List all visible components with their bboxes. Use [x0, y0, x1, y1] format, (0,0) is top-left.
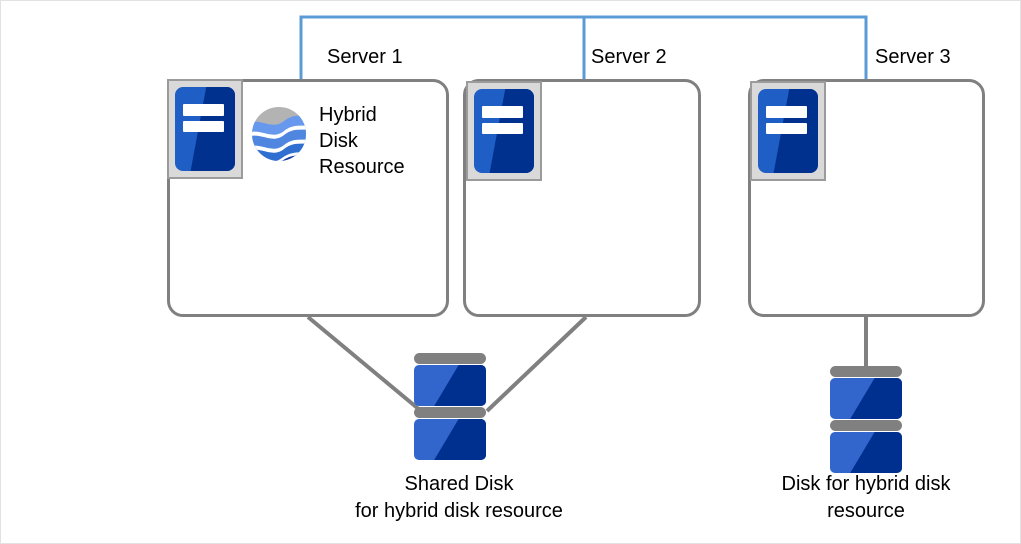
- server-icon-bar-top: [182, 103, 224, 116]
- connector-server2-shared-disk: [485, 315, 588, 413]
- disk-bar-middle: [414, 407, 486, 418]
- hybrid-disk-resource-label: Hybrid Disk Resource: [319, 104, 405, 178]
- disk-body-upper: [414, 365, 486, 406]
- disk-body-upper: [830, 378, 902, 419]
- disk-stack-icon-local: [830, 366, 902, 474]
- shared-disk-caption: Shared Disk for hybrid disk resource: [355, 473, 563, 522]
- disk-body-shade: [434, 419, 486, 460]
- server-icon: [466, 81, 542, 181]
- server-icon-bar-top: [481, 105, 523, 118]
- server-icon-body: [175, 87, 235, 171]
- server-icon-bar-top: [765, 105, 807, 118]
- disk-bar-middle: [830, 420, 902, 431]
- server-icon-bar-bottom: [765, 122, 807, 135]
- disk-body-shade: [850, 378, 902, 419]
- server-icon: [167, 79, 243, 179]
- disk-body-lower: [414, 419, 486, 460]
- server-icon: [750, 81, 826, 181]
- disk-bar-top: [830, 366, 902, 377]
- server-label-server1: Server 1: [327, 46, 403, 68]
- server-icon-bar-bottom: [481, 122, 523, 135]
- disk-body-shade: [434, 365, 486, 406]
- local-disk-caption: Disk for hybrid disk resource: [781, 473, 951, 522]
- disk-stack-icon-shared: [414, 353, 486, 461]
- disk-body-lower: [830, 432, 902, 473]
- server-icon-body: [474, 89, 534, 173]
- server-label-server2: Server 2: [591, 46, 667, 68]
- disk-bar-top: [414, 353, 486, 364]
- server-label-server3: Server 3: [875, 46, 951, 68]
- interconnect-network: [299, 15, 868, 79]
- server-icon-body: [758, 89, 818, 173]
- hybrid-disk-globe-icon: [252, 107, 306, 161]
- disk-body-shade: [850, 432, 902, 473]
- connector-server1-shared-disk: [306, 315, 423, 413]
- server-icon-bar-bottom: [182, 120, 224, 133]
- disk-connector-lines: [306, 315, 868, 413]
